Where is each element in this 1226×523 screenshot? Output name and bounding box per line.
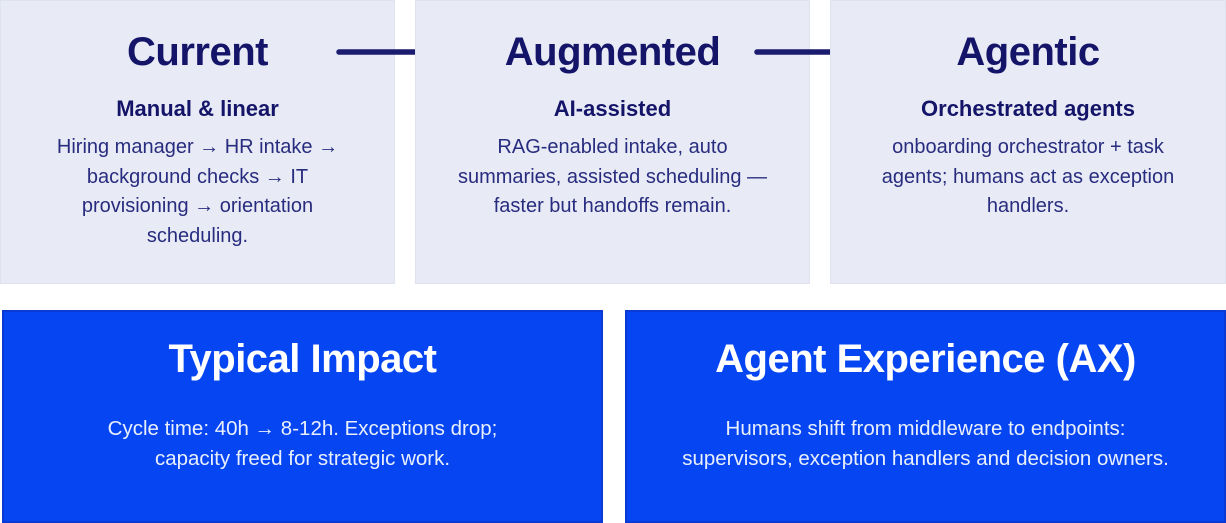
stage-body-line: handlers. [986,195,1070,217]
stage-body-line: RAG-enabled intake, auto [497,136,728,158]
stage-body-line: agents; humans act as exception [881,165,1175,188]
stage-title-augmented: Augmented [504,30,721,74]
panel-body-typical-impact: Cycle time: 40h → 8-12h. Exceptions drop… [30,414,575,474]
panel-agent-experience: Agent Experience (AX) Humans shift from … [625,310,1226,523]
panel-body-line: Humans shift from middleware to endpoint… [725,417,1126,440]
panel-body-line: Cycle time: 40h → 8-12h. Exceptions drop… [107,417,498,440]
panel-title-typical-impact: Typical Impact [168,337,437,381]
panel-body-agent-experience: Humans shift from middleware to endpoint… [653,414,1198,474]
stage-card-augmented: Augmented AI-assisted RAG-enabled intake… [415,0,810,284]
stage-body-line: Hiring manager → HR intake → [56,136,339,158]
stage-body-line: scheduling. [146,224,249,247]
stage-card-current: Current Manual & linear Hiring manager →… [0,0,395,284]
stage-subtitle-agentic: Orchestrated agents [921,96,1135,121]
stage-subtitle-augmented: AI-assisted [553,96,672,121]
stage-body-line: faster but handoffs remain. [493,195,732,217]
panel-title-agent-experience: Agent Experience (AX) [715,337,1136,381]
panel-body-line: supervisors, exception handlers and deci… [682,447,1169,470]
stage-body-line: onboarding orchestrator + task [892,136,1164,158]
stage-body-line: background checks → IT [86,165,309,188]
stage-title-current: Current [127,30,268,74]
panel-body-line: capacity freed for strategic work. [154,447,451,470]
stage-body-line: provisioning → orientation [81,195,314,217]
stage-body-line: summaries, assisted scheduling — [457,165,767,188]
stage-body-current: Hiring manager → HR intake → background … [37,133,359,251]
panel-typical-impact: Typical Impact Cycle time: 40h → 8-12h. … [2,310,603,523]
stage-subtitle-current: Manual & linear [116,96,279,121]
stage-title-agentic: Agentic [956,30,1100,74]
stage-body-augmented: RAG-enabled intake, auto summaries, assi… [452,133,774,222]
stage-body-agentic: onboarding orchestrator + task agents; h… [867,133,1189,222]
stage-card-agentic: Agentic Orchestrated agents onboarding o… [830,0,1226,284]
